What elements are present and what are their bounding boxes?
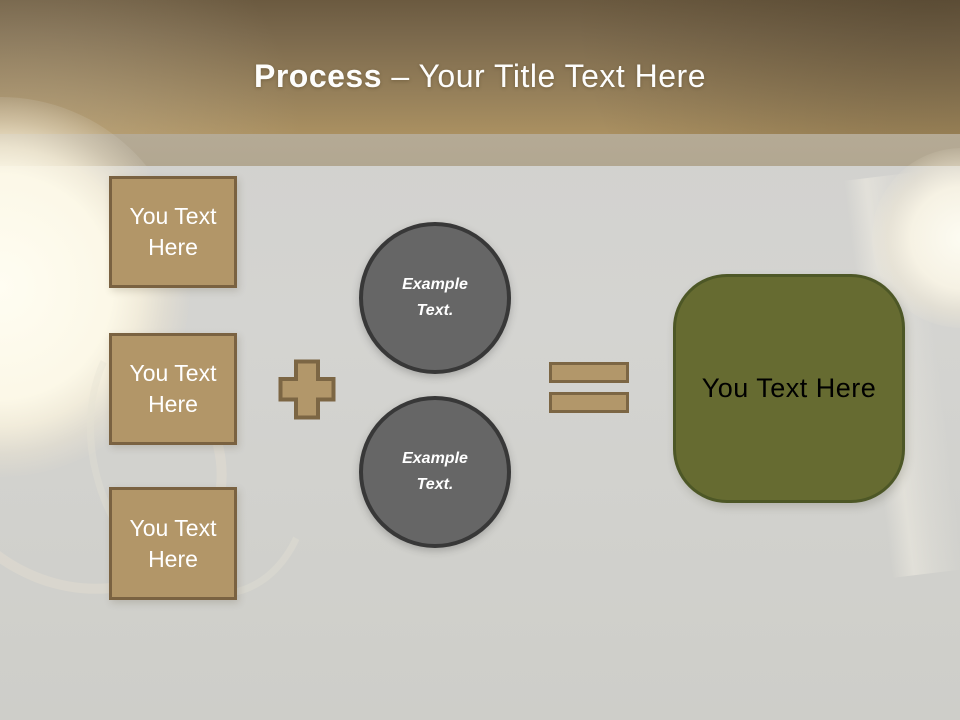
input-box-2: You Text Here [109, 333, 237, 445]
equals-bar-bottom [549, 392, 629, 413]
example-circle-1-label: Example Text. [402, 276, 468, 319]
result-box-label: You Text Here [701, 373, 877, 403]
input-box-2-label: You Text Here [129, 360, 217, 417]
slide-title: Process – Your Title Text Here [0, 55, 960, 97]
header-divider-band [0, 134, 960, 166]
example-circle-1: Example Text. [359, 222, 511, 374]
equals-icon [549, 362, 629, 413]
example-circle-2-label: Example Text. [402, 450, 468, 493]
input-box-3: You Text Here [109, 487, 237, 600]
example-circle-2: Example Text. [359, 396, 511, 548]
result-box: You Text Here [673, 274, 905, 503]
input-box-1: You Text Here [109, 176, 237, 288]
title-keyword: Process [253, 58, 383, 94]
input-box-1-label: You Text Here [129, 203, 217, 260]
title-rest: – Your Title Text Here [382, 58, 706, 94]
plus-icon [278, 359, 336, 420]
title-bar [0, 0, 960, 134]
input-box-3-label: You Text Here [129, 514, 217, 572]
equals-bar-top [549, 362, 629, 383]
